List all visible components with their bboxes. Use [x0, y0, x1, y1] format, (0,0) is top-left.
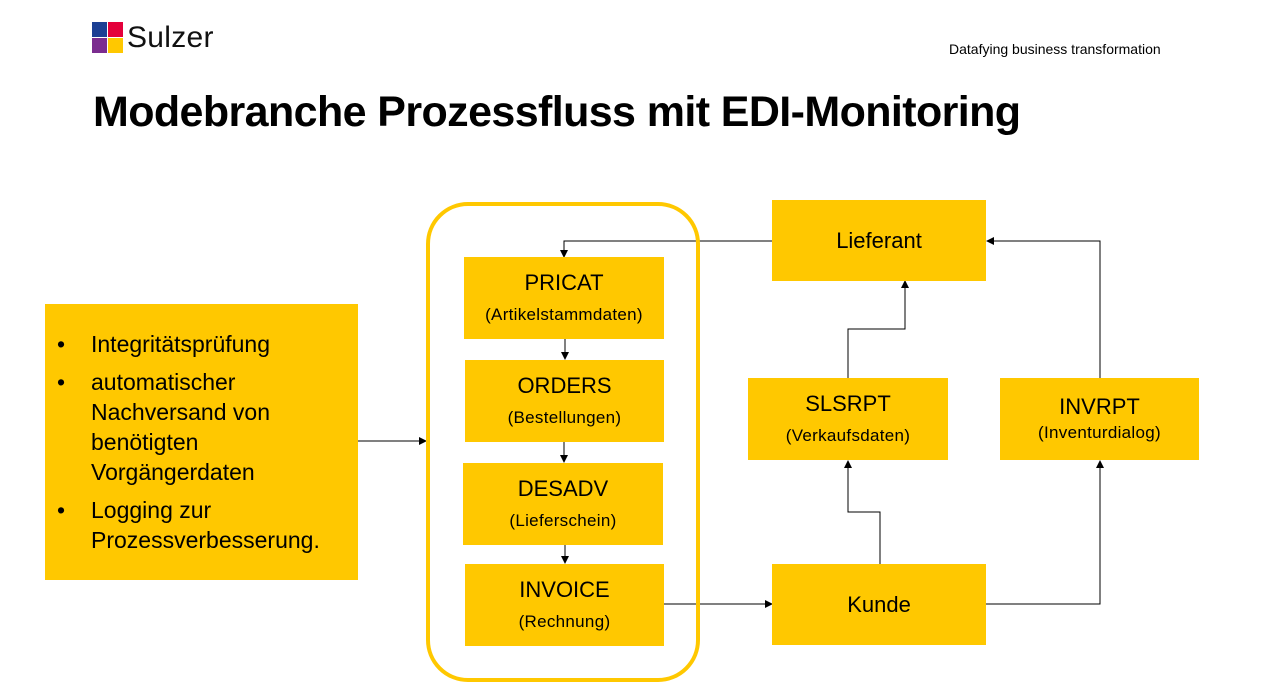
node-code: PRICAT [524, 270, 604, 295]
node-code: INVRPT [1059, 394, 1140, 419]
node-desc: (Bestellungen) [507, 408, 622, 427]
logo-square-red [108, 22, 123, 37]
feature-text: Integritätsprüfung [91, 331, 271, 357]
edi-message-group [426, 202, 700, 682]
node-label: Lieferant [836, 227, 922, 253]
node-desc: (Rechnung) [518, 612, 611, 631]
node-desc: (Artikelstammdaten) [485, 305, 643, 324]
page-title: Modebranche Prozessfluss mit EDI-Monitor… [93, 88, 1021, 136]
node-kunde: Kunde [772, 564, 986, 645]
edge-invrpt-to-lieferant [986, 237, 1101, 378]
edge-slsrpt-to-lieferant [847, 280, 909, 378]
feature-item: • Logging zur Prozessverbesserung. [45, 495, 348, 555]
node-lieferant: Lieferant [772, 200, 986, 281]
edge-lieferant-to-pricat [560, 240, 772, 258]
logo-square-blue [92, 22, 107, 37]
sulzer-logo: Sulzer [92, 22, 214, 53]
edge-kunde-to-invrpt [986, 460, 1104, 605]
node-pricat: PRICAT (Artikelstammdaten) [464, 257, 664, 339]
bullet-icon: • [57, 497, 66, 523]
bullet-icon: • [57, 369, 66, 395]
feature-list: • Integritätsprüfung • automatischer Nachv… [45, 329, 348, 555]
feature-text: automatischer Nachversand von benötigten… [91, 369, 270, 485]
logo-square-yellow [108, 38, 123, 53]
node-code: INVOICE [519, 577, 610, 602]
tagline: Datafying business transformation [949, 41, 1161, 57]
feature-item: • Integritätsprüfung [45, 329, 348, 359]
logo-mark-icon [92, 22, 123, 53]
edge-kunde-to-slsrpt [844, 460, 881, 564]
node-orders: ORDERS (Bestellungen) [465, 360, 664, 442]
node-slsrpt: SLSRPT (Verkaufsdaten) [748, 378, 948, 460]
logo-text: Sulzer [127, 20, 214, 54]
monitoring-features-box: • Integritätsprüfung • automatischer Nachv… [45, 304, 358, 580]
node-desc: (Verkaufsdaten) [785, 426, 911, 445]
node-code: DESADV [517, 476, 609, 501]
node-desc: (Lieferschein) [509, 511, 617, 530]
node-code: SLSRPT [805, 391, 891, 416]
node-invrpt: INVRPT (Inventurdialog) [1000, 378, 1199, 460]
logo-square-purple [92, 38, 107, 53]
feature-text: Logging zur Prozessverbesserung. [91, 497, 320, 553]
feature-item: • automatischer Nachversand von benötigte… [45, 367, 348, 487]
bullet-icon: • [57, 331, 66, 357]
node-label: Kunde [847, 591, 911, 617]
node-desc: (Inventurdialog) [1038, 423, 1161, 442]
node-code: ORDERS [517, 373, 612, 398]
node-invoice: INVOICE (Rechnung) [465, 564, 664, 646]
node-desadv: DESADV (Lieferschein) [463, 463, 663, 545]
